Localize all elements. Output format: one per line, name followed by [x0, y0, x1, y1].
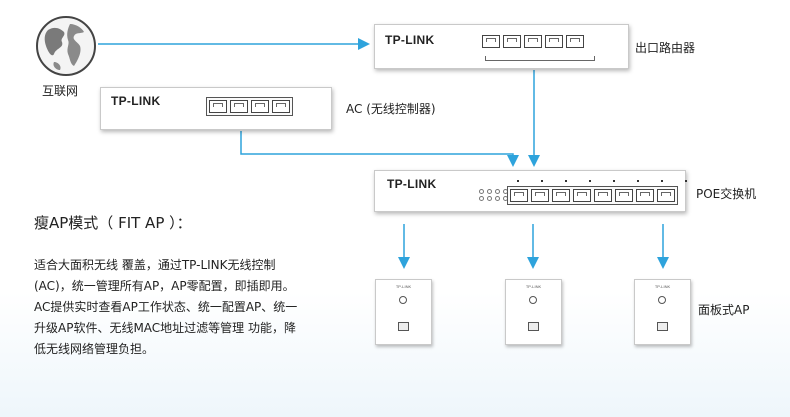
- status-led-icon: [495, 196, 500, 201]
- ethernet-port-icon: [552, 189, 570, 202]
- ethernet-port-icon: [615, 189, 633, 202]
- description-line: 低无线网络管理负担。: [34, 342, 155, 356]
- poe-label: POE交换机: [696, 187, 757, 201]
- globe-icon: [36, 16, 96, 76]
- ethernet-port-icon: [209, 100, 227, 113]
- status-led-icon: [487, 196, 492, 201]
- description-line: AC提供实时查看AP工作状态、统一配置AP、统一: [34, 300, 298, 314]
- poe-ports: [507, 186, 678, 205]
- ethernet-jack-icon: [657, 322, 668, 331]
- ethernet-jack-icon: [528, 322, 539, 331]
- ac-ports: [206, 97, 293, 116]
- indicator-icon: [658, 296, 666, 304]
- ac-label: AC (无线控制器): [346, 102, 436, 116]
- router-device: TP-LINK: [374, 24, 629, 69]
- description-line: 升级AP软件、无线MAC地址过滤等管理 功能，降: [34, 321, 296, 335]
- router-port-bracket: [485, 56, 595, 61]
- ethernet-port-icon: [566, 35, 584, 48]
- router-label: 出口路由器: [635, 41, 696, 55]
- panel-ap-1: TP-LINK: [375, 279, 432, 345]
- poe-status-leds: [479, 189, 508, 201]
- mode-title: 瘦AP模式（ FIT AP ）：: [34, 214, 192, 232]
- ethernet-port-icon: [510, 189, 528, 202]
- ac-brand: TP-LINK: [111, 94, 161, 108]
- poe-port-dots: [517, 180, 709, 182]
- ethernet-port-icon: [503, 35, 521, 48]
- ethernet-port-icon: [230, 100, 248, 113]
- panel-ap-brand: TP-LINK: [525, 284, 542, 289]
- ethernet-port-icon: [636, 189, 654, 202]
- internet-label: 互联网: [42, 84, 79, 98]
- ethernet-port-icon: [573, 189, 591, 202]
- panel-ap-2: TP-LINK: [505, 279, 562, 345]
- router-ports: [482, 35, 584, 48]
- status-led-icon: [479, 189, 484, 194]
- description-line: 适合大面积无线 覆盖，通过TP-LINK无线控制: [34, 258, 276, 272]
- panel-ap-label: 面板式AP: [698, 303, 750, 317]
- poe-brand: TP-LINK: [387, 177, 437, 191]
- status-led-icon: [479, 196, 484, 201]
- ethernet-port-icon: [531, 189, 549, 202]
- ethernet-port-icon: [524, 35, 542, 48]
- arrow-ac-poe: [240, 131, 519, 167]
- ethernet-port-icon: [251, 100, 269, 113]
- ac-device: TP-LINK: [100, 87, 332, 130]
- ethernet-jack-icon: [398, 322, 409, 331]
- description-line: (AC)，统一管理所有AP，AP零配置，即插即用。: [34, 279, 295, 293]
- ethernet-port-icon: [482, 35, 500, 48]
- status-led-icon: [487, 189, 492, 194]
- mode-description: 适合大面积无线 覆盖，通过TP-LINK无线控制 (AC)，统一管理所有AP，A…: [34, 255, 334, 360]
- status-led-icon: [495, 189, 500, 194]
- indicator-icon: [399, 296, 407, 304]
- ethernet-port-icon: [594, 189, 612, 202]
- router-brand: TP-LINK: [385, 33, 435, 47]
- indicator-icon: [529, 296, 537, 304]
- ethernet-port-icon: [657, 189, 675, 202]
- panel-ap-brand: TP-LINK: [395, 284, 412, 289]
- ethernet-port-icon: [545, 35, 563, 48]
- panel-ap-3: TP-LINK: [634, 279, 691, 345]
- panel-ap-brand: TP-LINK: [654, 284, 671, 289]
- poe-switch-device: TP-LINK: [374, 170, 687, 212]
- ethernet-port-icon: [272, 100, 290, 113]
